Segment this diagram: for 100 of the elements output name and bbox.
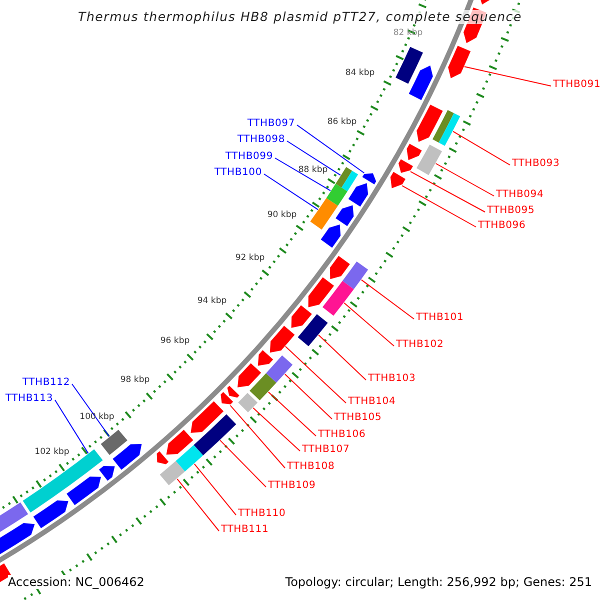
gene-label: TTHB112 — [22, 377, 70, 389]
gene-feature — [176, 445, 204, 472]
gene-feature — [342, 262, 368, 290]
gene-feature — [448, 46, 471, 78]
gene-label: TTHB099 — [225, 151, 273, 163]
gene-label: TTHB107 — [302, 444, 350, 456]
leader-line — [452, 130, 510, 166]
gene-feature — [416, 144, 442, 176]
gene-label: TTHB100 — [214, 167, 262, 179]
leader-line — [284, 374, 332, 420]
leader-line — [220, 440, 266, 488]
leader-line — [176, 478, 220, 532]
gene-label: TTHB110 — [238, 508, 286, 520]
scale-label: 92 kbp — [235, 252, 265, 264]
gene-feature — [432, 110, 460, 146]
gene-feature — [310, 198, 338, 230]
gene-label: TTHB097 — [247, 118, 295, 130]
scale-label: 88 kbp — [298, 164, 328, 176]
leader-line — [230, 404, 286, 468]
gene-label: TTHB104 — [348, 396, 396, 408]
gene-feature — [194, 414, 236, 456]
leader-line — [252, 407, 300, 452]
topology-text: Topology: circular; Length: 256,992 bp; Genes: 251 — [285, 575, 592, 589]
accession-text: Accession: NC_006462 — [8, 575, 144, 589]
leader-line — [274, 158, 331, 192]
gene-label: TTHB098 — [237, 134, 285, 146]
scale-label: 90 kbp — [267, 209, 297, 221]
leader-line — [286, 140, 341, 176]
leader-line — [435, 163, 494, 196]
gene-feature — [100, 430, 128, 455]
leader-line — [284, 346, 346, 404]
gene-feature — [326, 184, 348, 206]
scale-label: 102 kbp — [34, 446, 70, 458]
gene-feature — [160, 461, 185, 486]
leader-line — [72, 384, 110, 437]
gene-label: TTHB102 — [396, 339, 444, 351]
gene-feature — [320, 224, 341, 248]
gene-feature — [336, 205, 354, 226]
gene-feature — [250, 373, 276, 400]
leader-line — [464, 66, 552, 86]
gene-label: TTHB106 — [318, 429, 366, 441]
gene-feature — [238, 392, 258, 412]
gene-feature — [398, 159, 413, 173]
gene-feature — [22, 449, 103, 512]
scale-label: 94 kbp — [197, 295, 227, 307]
gene-feature — [406, 144, 422, 160]
gene-feature — [266, 355, 293, 383]
leader-line — [344, 302, 394, 346]
gene-feature — [270, 326, 295, 353]
gene-feature — [166, 430, 194, 455]
scale-label: 96 kbp — [160, 335, 190, 347]
gene-feature — [291, 305, 312, 328]
gene-feature — [362, 173, 376, 184]
leader-line — [410, 171, 486, 212]
gene-feature — [156, 451, 169, 464]
gene-label: TTHB091 — [553, 79, 600, 91]
leader-line — [268, 392, 316, 436]
gene-feature — [112, 444, 142, 470]
leader-line — [296, 124, 365, 174]
gene-feature — [99, 466, 115, 481]
leader-line — [264, 174, 318, 210]
gene-feature — [336, 167, 358, 192]
gene-feature — [227, 386, 240, 398]
scale-label: 84 kbp — [345, 67, 375, 79]
gene-feature — [396, 46, 423, 84]
gene-feature — [390, 172, 406, 188]
gene-label: TTHB105 — [334, 412, 382, 424]
scale-label: 98 kbp — [120, 374, 150, 386]
map-title: Thermus thermophilus HB8 plasmid pTT27, complete sequence — [76, 10, 524, 24]
leader-line — [194, 463, 236, 516]
gene-feature — [416, 104, 443, 142]
gene-feature — [308, 277, 334, 308]
gene-label: TTHB094 — [496, 189, 544, 201]
gene-label: TTHB095 — [487, 205, 535, 217]
gene-label: TTHB108 — [287, 461, 335, 473]
gene-label: TTHB101 — [416, 312, 464, 324]
gene-feature — [322, 280, 354, 316]
gene-feature — [348, 183, 368, 207]
gene-feature — [330, 256, 350, 280]
leader-line — [54, 400, 89, 454]
gene-feature — [66, 476, 101, 506]
leader-line — [318, 334, 366, 380]
scale-label: 82 kbp — [393, 27, 423, 39]
gene-feature — [33, 500, 68, 528]
scale-label: 86 kbp — [327, 116, 357, 128]
gene-label: TTHB093 — [512, 158, 560, 170]
gene-label: TTHB103 — [368, 373, 416, 385]
gene-feature — [258, 350, 274, 366]
leader-line — [402, 185, 476, 228]
gene-feature — [190, 401, 224, 433]
leader-line — [360, 279, 414, 320]
gene-label: TTHB113 — [5, 393, 53, 405]
gene-feature — [298, 314, 328, 346]
gene-label: TTHB109 — [268, 480, 316, 492]
gene-feature — [238, 363, 262, 388]
gene-label: TTHB096 — [478, 220, 526, 232]
gene-feature — [220, 392, 234, 404]
scale-label: 100 kbp — [80, 411, 114, 423]
gene-label: TTHB111 — [221, 524, 269, 536]
gene-feature — [408, 66, 433, 100]
